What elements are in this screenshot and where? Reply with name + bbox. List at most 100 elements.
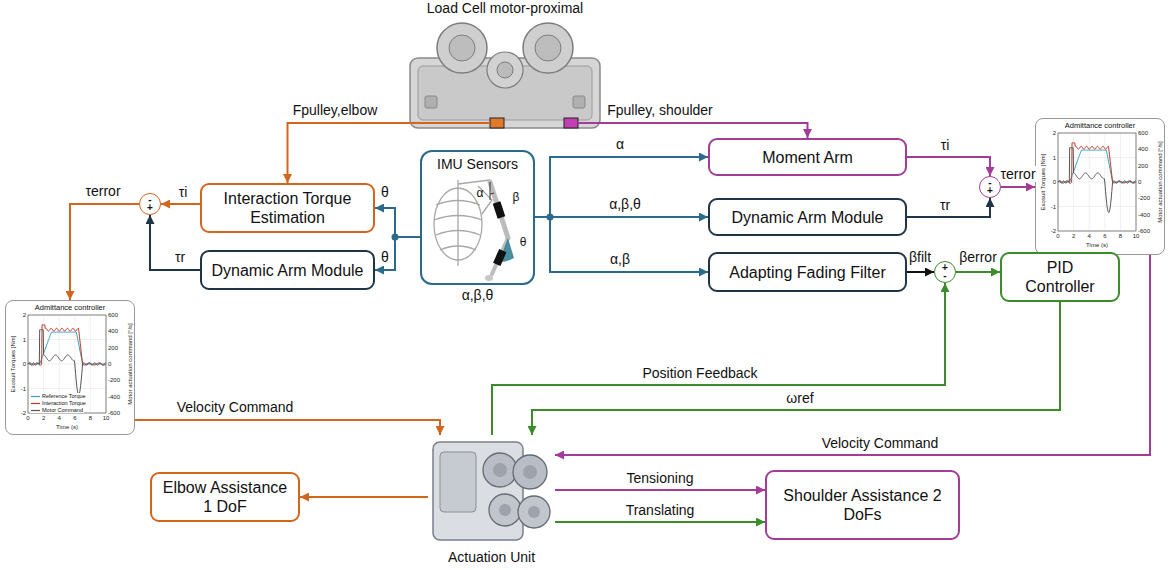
tick-label: -1 <box>1051 203 1056 210</box>
node-label: Interaction Torque Estimation <box>210 189 365 227</box>
tick-label: 200 <box>1138 162 1148 169</box>
tick-label: 0 <box>23 361 26 368</box>
output-box: Elbow Assistance 1 DoF <box>150 472 300 522</box>
tick-label: -400 <box>108 393 120 400</box>
signal-label: α,β <box>608 251 632 267</box>
legend-entry: Reference Torque <box>30 393 87 399</box>
tick-label: 6 <box>73 415 76 422</box>
imu-arm-drawing <box>485 182 514 281</box>
sign-label: + <box>987 187 993 195</box>
signal-label: Position Feedback <box>640 365 759 381</box>
legend-entry: Motor Command <box>30 407 84 413</box>
legend-label: Interaction Torque <box>42 400 86 406</box>
tick-label: 0 <box>1138 179 1141 186</box>
tick-label: 1 <box>23 336 26 343</box>
sum-junction: +- <box>934 261 956 283</box>
node-label: Moment Arm <box>762 148 853 167</box>
actuation-unit-figure: Actuation Unit <box>428 435 555 567</box>
grid-line <box>28 388 106 389</box>
signal-arrow <box>70 204 139 300</box>
angle-label: θ <box>518 234 529 250</box>
plot-chart <box>6 301 136 436</box>
tick-label: 400 <box>1138 146 1148 153</box>
signal-label: τi <box>177 184 190 200</box>
process-box: Dynamic Arm Module <box>200 250 375 290</box>
process-box: Moment Arm <box>708 138 907 176</box>
sensor-box: IMU Sensorsα,β,θ <box>420 150 535 285</box>
tick-label: 10 <box>103 415 110 422</box>
sign-label: - <box>148 196 151 204</box>
signal-arrow <box>135 420 440 435</box>
tick-label: 10 <box>1133 233 1140 240</box>
node-sublabel: α,β,θ <box>422 287 533 303</box>
axis-title: Exosuit Torques [Nm] <box>10 336 17 393</box>
legend-line <box>31 408 40 413</box>
signal-label: βfilt <box>907 249 933 265</box>
tick-label: -1 <box>21 385 26 392</box>
tick-label: 2 <box>1072 233 1075 240</box>
node-label: Load Cell motor-proximal <box>398 0 612 17</box>
tick-label: 2 <box>42 415 45 422</box>
node-label: Elbow Assistance 1 DoF <box>160 478 290 516</box>
node-label: Dynamic Arm Module <box>211 261 363 280</box>
angle-label: α <box>475 185 486 201</box>
sign-label: + <box>147 204 153 212</box>
node-label: Dynamic Arm Module <box>731 208 883 227</box>
tick-label: 4 <box>58 415 61 422</box>
signal-arrow <box>492 283 945 435</box>
tick-label: 2 <box>23 312 26 319</box>
node-label: Shoulder Assistance 2 DoFs <box>775 486 950 524</box>
signal-label: τerror <box>998 166 1037 182</box>
tick-label: -600 <box>1138 228 1150 235</box>
tick-label: 400 <box>108 328 118 335</box>
plot-panel: Admittance controller210-1-26004002000-2… <box>1035 118 1165 255</box>
tick-label: 4 <box>1088 233 1091 240</box>
axis-title: Time (s) <box>56 424 78 431</box>
tick-label: 0 <box>1053 179 1056 186</box>
load-cell-figure: Load Cell motor-proximal <box>398 0 612 132</box>
signal-arrow <box>555 489 765 491</box>
angle-label: β <box>511 189 522 205</box>
tick-label: 600 <box>1138 130 1148 137</box>
tick-label: -200 <box>1138 195 1150 202</box>
tick-label: 1 <box>1053 154 1056 161</box>
signal-label: τerror <box>83 183 122 199</box>
output-box: Shoulder Assistance 2 DoFs <box>765 470 960 540</box>
tick-label: 6 <box>1103 233 1106 240</box>
tick-label: 0 <box>1056 233 1059 240</box>
tick-label: 200 <box>108 344 118 351</box>
process-box: Interaction Torque Estimation <box>200 183 375 233</box>
signal-arrow <box>375 208 420 237</box>
signal-arrow <box>300 496 428 498</box>
legend-label: Reference Torque <box>42 393 86 399</box>
tick-label: 0 <box>26 415 29 422</box>
grid-line <box>1058 206 1136 207</box>
signal-label: Fpulley,elbow <box>291 102 380 118</box>
tick-label: -200 <box>108 377 120 384</box>
tick-label: 0 <box>108 361 111 368</box>
process-box: Dynamic Arm Module <box>708 198 907 236</box>
signal-arrow <box>161 203 200 205</box>
node-label: Admittance controller <box>6 303 134 312</box>
signal-arrow <box>535 216 708 218</box>
tick-label: 600 <box>108 312 118 319</box>
signal-arrow <box>532 302 1060 435</box>
signal-label: α <box>614 136 626 152</box>
signal-arrow <box>1001 186 1035 188</box>
signal-arrow <box>578 123 808 138</box>
node-label: PID Controller <box>1010 258 1110 296</box>
signal-label: τr <box>938 197 952 213</box>
node-label: Actuation Unit <box>428 549 555 565</box>
plot-curve <box>28 330 106 395</box>
signal-label: Translating <box>624 502 697 518</box>
sign-label: + <box>942 264 948 272</box>
plot-frame <box>28 315 106 413</box>
signal-label: τi <box>939 137 952 153</box>
signal-label: ωref <box>784 390 815 406</box>
process-box: Adapting Fading Filter <box>708 252 907 292</box>
axis-title: Exosuit Torques [Nm] <box>1040 154 1047 211</box>
legend-line <box>31 394 40 399</box>
signal-label: α,β,θ <box>607 196 643 212</box>
sign-label: - <box>943 272 946 280</box>
